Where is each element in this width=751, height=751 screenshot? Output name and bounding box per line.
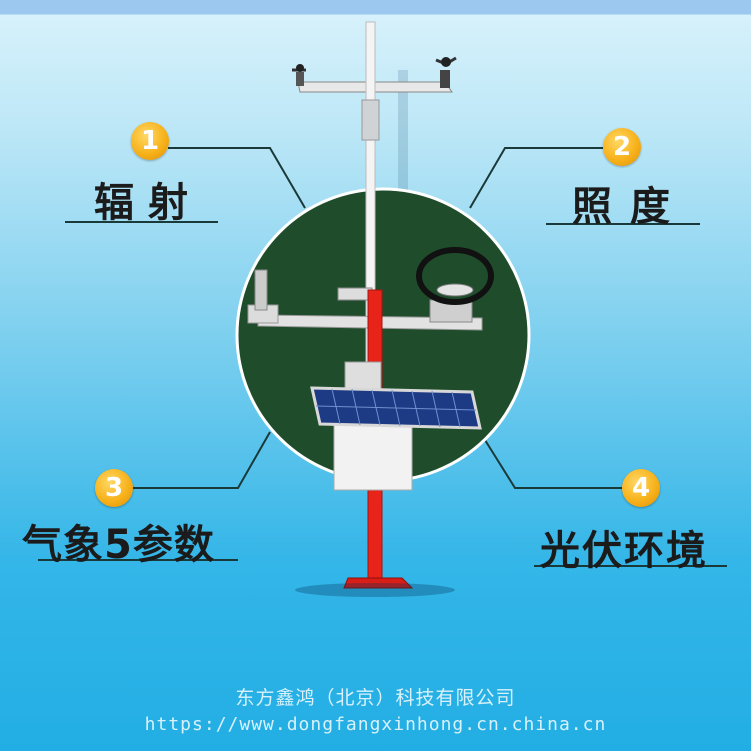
- connector-line-1: [168, 147, 306, 209]
- badge-1: 1: [131, 122, 169, 160]
- pyranometer-ring: [416, 247, 494, 305]
- label-illuminance: 照度: [572, 184, 688, 230]
- base-shadow: [295, 583, 455, 597]
- badge-2: 2: [603, 128, 641, 166]
- base-plate: [343, 577, 414, 589]
- connector-lines: [132, 147, 622, 489]
- connector-line-3: [132, 431, 271, 489]
- label-pv-environment: 光伏环境: [540, 528, 708, 574]
- connector-line-2: [469, 147, 603, 209]
- badge-4: 4: [622, 469, 660, 507]
- label-underlines: [38, 221, 727, 567]
- label-meteorological-5-params: 气象5参数: [22, 522, 215, 568]
- label-radiation: 辐射: [94, 180, 202, 226]
- website-url: https://www.dongfangxinhong.cn.china.cn: [144, 714, 607, 735]
- connector-line-4: [484, 439, 622, 489]
- solar-panel: [310, 386, 482, 430]
- control-box: [333, 419, 413, 491]
- company-name: 东方鑫鸿（北京）科技有限公司: [235, 687, 516, 709]
- badge-3: 3: [95, 469, 133, 507]
